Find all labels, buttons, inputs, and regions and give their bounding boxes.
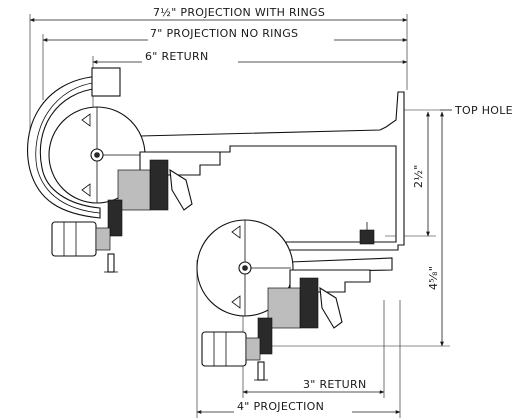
lower-motor xyxy=(201,331,247,367)
lower-mechanism-body xyxy=(299,277,319,329)
upper-motor-coupler xyxy=(95,227,111,251)
upper-motor-shaft xyxy=(107,253,115,273)
upper-bracket-assembly xyxy=(27,67,405,273)
upper-gear-housing xyxy=(117,169,151,211)
upper-rod-holder xyxy=(91,67,121,97)
label-top-hole: TOP HOLE xyxy=(454,104,513,117)
lower-motor-shaft xyxy=(257,361,265,381)
lower-lower-block xyxy=(257,317,273,355)
lower-gear-housing xyxy=(267,287,301,329)
lower-bracket-assembly xyxy=(196,219,393,381)
upper-clip xyxy=(169,168,193,211)
upper-lower-block xyxy=(107,199,123,237)
label-return-6: 6" RETURN xyxy=(145,50,209,63)
label-projection-with-rings: 7½" PROJECTION WITH RINGS xyxy=(153,6,325,19)
upper-motor xyxy=(51,221,97,257)
lower-bracket-bolt xyxy=(359,229,375,245)
lower-motor-coupler xyxy=(245,337,261,361)
label-return-3: 3" RETURN xyxy=(303,378,367,391)
dimension-labels: 7½" PROJECTION WITH RINGS 7" PROJECTION … xyxy=(142,5,513,413)
upper-mechanism-body xyxy=(149,159,169,211)
label-height-4-5: 4⁵⁄₈" xyxy=(427,266,440,290)
label-projection-no-rings: 7" PROJECTION NO RINGS xyxy=(150,27,298,40)
label-projection-4: 4" PROJECTION xyxy=(237,400,324,413)
upper-bracket-arm xyxy=(139,91,405,251)
lower-clip xyxy=(319,286,343,329)
label-height-2-5: 2½" xyxy=(412,164,425,188)
